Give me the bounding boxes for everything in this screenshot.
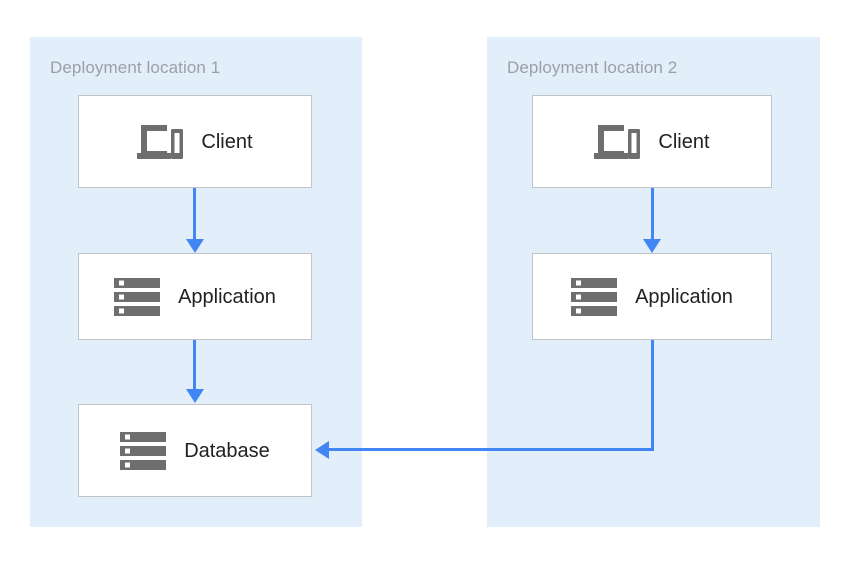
node-database-1-label: Database [184,439,270,462]
connector-app2-to-db1-arrowhead [315,440,329,459]
node-client-1-label: Client [201,130,253,153]
node-database-1[interactable]: Database [78,404,312,497]
connector-app2-to-db1-vertical [650,340,654,451]
node-application-2-label: Application [635,285,733,308]
node-client-2-label: Client [658,130,710,153]
connector-client2-to-app2-arrowhead [643,239,661,253]
connector-app1-to-db1-arrowhead [185,389,204,403]
node-application-1[interactable]: Application [78,253,312,340]
client-devices-icon [594,121,641,163]
server-stack-icon [571,276,618,318]
connector-app1-to-db1-line [193,340,196,390]
node-client-1[interactable]: Client [78,95,312,188]
client-devices-icon [137,121,184,163]
connector-client2-to-app2-line [650,188,654,240]
node-client-2[interactable]: Client [532,95,772,188]
server-stack-icon [114,276,161,318]
connector-client1-to-app1-line [193,188,196,240]
zone-2-title: Deployment location 2 [507,58,678,77]
connector-client1-to-app1-arrowhead [185,239,204,253]
node-application-2[interactable]: Application [532,253,772,340]
node-application-1-label: Application [178,285,276,308]
server-stack-icon [120,430,167,472]
connector-app2-to-db1-horizontal [329,448,653,451]
zone-1-title: Deployment location 1 [50,58,221,77]
